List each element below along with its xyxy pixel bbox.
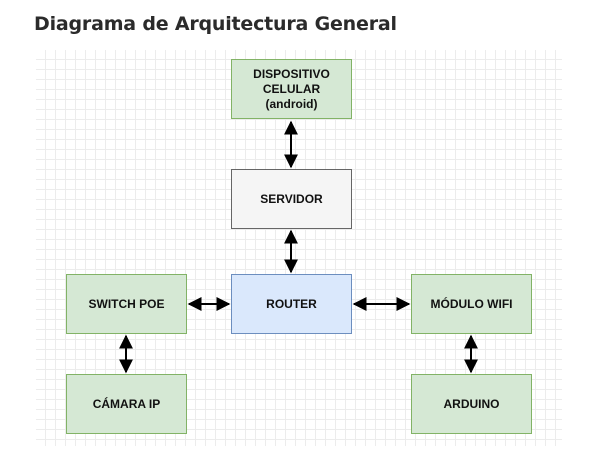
node-router-label: ROUTER <box>266 296 317 311</box>
node-server: SERVIDOR <box>231 169 352 229</box>
node-device-label-line1: DISPOSITIVO <box>253 66 330 81</box>
node-camera-label: CÁMARA IP <box>92 396 161 411</box>
node-arduino-label: ARDUINO <box>443 396 500 411</box>
node-arduino: ARDUINO <box>411 374 532 434</box>
node-switch: SWITCH POE <box>66 274 187 334</box>
node-wifi: MÓDULO WIFI <box>411 274 532 334</box>
node-device: DISPOSITIVO CELULAR (android) <box>231 59 352 119</box>
node-switch-label: SWITCH POE <box>88 296 165 311</box>
node-router: ROUTER <box>231 274 352 334</box>
node-camera: CÁMARA IP <box>66 374 187 434</box>
node-wifi-label: MÓDULO WIFI <box>430 296 513 311</box>
node-device-label-line2: CELULAR (android) <box>262 81 321 111</box>
node-server-label: SERVIDOR <box>260 191 323 206</box>
page-title: Diagrama de Arquitectura General <box>34 13 397 35</box>
